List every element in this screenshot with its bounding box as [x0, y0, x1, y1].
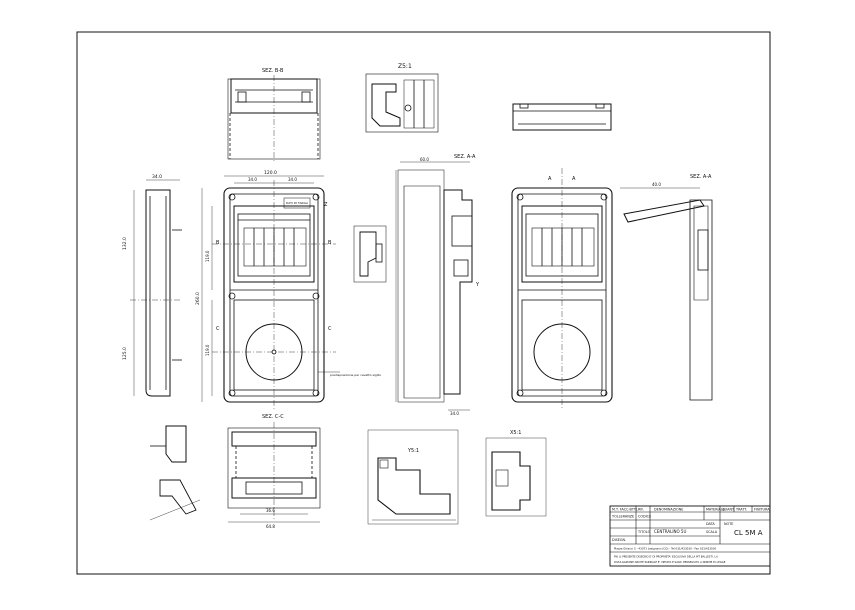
marker-c-left: C — [216, 326, 220, 332]
view-sez-aa-right: SEZ. A-A 40.0 — [620, 174, 713, 401]
detail-bottom-left — [149, 425, 201, 521]
tb-scala: SCALA — [706, 530, 718, 534]
dim-w-top: 120.0 — [264, 170, 277, 176]
tb-address: Piazza Ghiacci 5 - 43071 Lesignano (CO) … — [614, 547, 716, 551]
tb-company: M.T. FACC-BTTL — [612, 508, 638, 512]
view-side-left: 34.0 132.0 125.0 — [122, 174, 182, 397]
tb-col-den: DENOMINAZIONE — [654, 508, 683, 512]
marker-y: Y — [475, 282, 480, 288]
dim-side-h2: 125.0 — [122, 347, 128, 360]
tb-col-tratt: TRATT. — [735, 508, 747, 512]
dim-h-lower: 119.0 — [205, 344, 210, 356]
tb-col-rif: RIF. — [638, 508, 644, 512]
label-sez-bb: SEZ. B-B — [262, 68, 284, 74]
detail-y51: Y5:1 — [367, 429, 459, 525]
title-block-text: M.T. FACC-BTTL RIF. DENOMINAZIONE MATERI… — [611, 508, 770, 565]
dim-cc-w1: 36.6 — [266, 508, 275, 513]
dim-mid-w: 60.0 — [420, 157, 429, 162]
sheet-border — [76, 31, 771, 575]
dim-side-w: 34.0 — [152, 174, 162, 180]
label-sez-aa-mid: SEZ. A-A — [454, 154, 476, 160]
note-box-label: DATI DI TARGA — [286, 201, 309, 205]
marker-c-right: C — [328, 326, 332, 332]
tb-code: CL 5M A — [734, 529, 763, 537]
dim-cc-w2: 64.8 — [266, 524, 275, 529]
dim-side-h1: 132.0 — [122, 237, 128, 250]
tb-titolo: TITOLO — [637, 530, 651, 534]
tb-col-mat: MATERIALE — [706, 508, 725, 512]
tb-titolo-val: CENTRALINO 5U — [654, 529, 686, 534]
label-sez-aa-right: SEZ. A-A — [690, 174, 712, 180]
dim-w-inner-l: 34.0 — [248, 177, 257, 182]
view-front-right: A A — [511, 168, 613, 410]
tb-disegn: DISEGN. — [612, 538, 626, 542]
tb-col-finit: FINITURA — [754, 508, 770, 512]
dim-mid-w2: 34.0 — [450, 411, 459, 416]
detail-x51: X5:1 — [485, 430, 547, 517]
view-sez-aa-mid: SEZ. A-A 60.0 34.0 Y — [395, 154, 480, 416]
tb-tolleranze: TOLLERANZE — [611, 515, 634, 519]
marker-z: Z — [324, 202, 328, 208]
marker-a-left: A — [548, 176, 552, 182]
tb-data: DATA — [706, 522, 715, 526]
detail-clip — [353, 225, 387, 283]
tb-codice: CODICE — [638, 515, 651, 519]
label-z51: Z5:1 — [398, 63, 412, 70]
note-bottom: predisposizione per cavetto sigillo — [330, 373, 381, 377]
marker-a-right: A — [572, 176, 576, 182]
dim-h-upper: 119.0 — [205, 250, 210, 262]
label-sez-cc: SEZ. C-C — [262, 414, 284, 420]
dim-w-inner-r: 34.0 — [288, 177, 297, 182]
marker-b-right: B — [328, 240, 332, 246]
view-sez-cc: SEZ. C-C 36.6 64.8 — [227, 414, 321, 529]
view-sez-bb: SEZ. B-B — [227, 68, 321, 162]
marker-b-left: B — [216, 240, 220, 246]
tb-col-qta: QUANT. — [722, 508, 735, 512]
label-x51: X5:1 — [510, 430, 521, 436]
tb-note: NOTE — [724, 522, 733, 526]
title-block — [609, 505, 771, 567]
tb-legal1: PN. IL PRESENTE DISEGNO E' DI PROPRIETA'… — [614, 555, 718, 559]
view-top-right — [512, 103, 612, 131]
label-y51: Y5:1 — [407, 448, 419, 454]
detail-z51: Z5:1 — [365, 63, 439, 133]
dim-right-w: 40.0 — [652, 182, 661, 187]
tb-legal2: DIVULGAZIONE ANCHE PARZIALE E' VIETATA E… — [614, 560, 726, 564]
view-front-main: DATI DI TARGA 120.0 34.0 34.0 260.0 119.… — [195, 170, 381, 410]
dim-h-total: 260.0 — [195, 292, 201, 305]
